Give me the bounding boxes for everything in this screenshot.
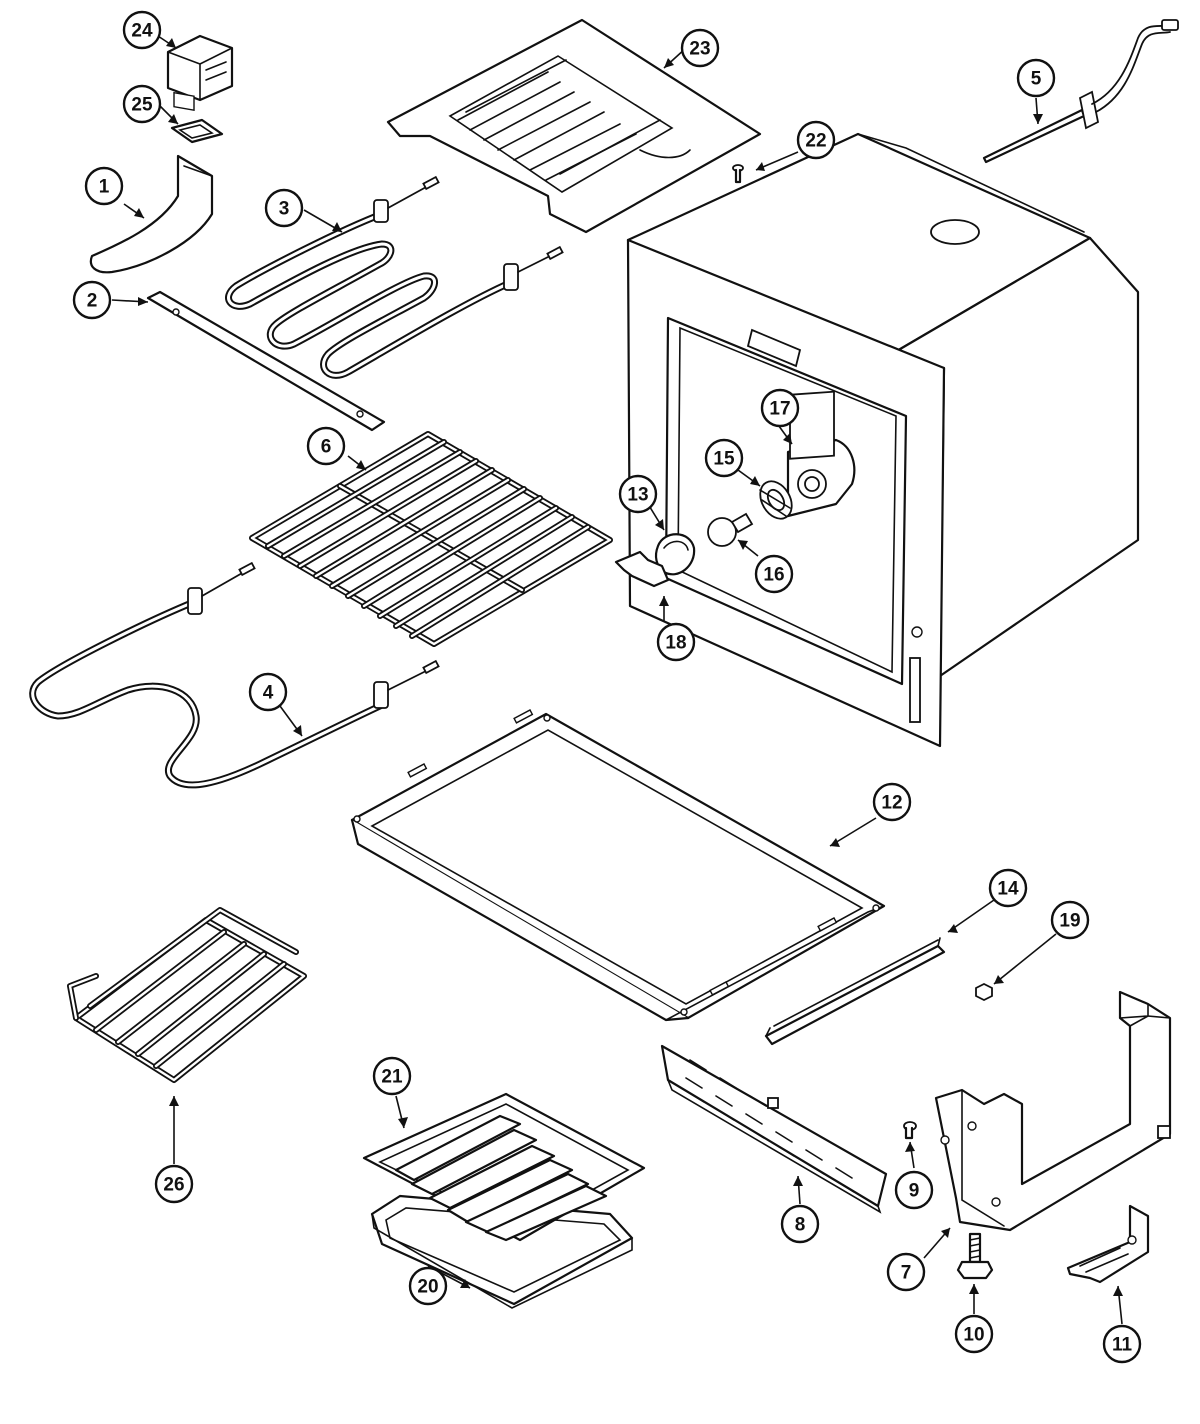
callout-4: 4 xyxy=(248,672,288,712)
callout-18-label: 18 xyxy=(665,633,686,654)
callout-5: 5 xyxy=(1016,58,1056,98)
callout-7-label: 7 xyxy=(901,1263,912,1284)
callout-9-label: 9 xyxy=(909,1181,920,1202)
part-15-lamp-socket xyxy=(759,480,793,520)
callout-8-label: 8 xyxy=(795,1215,806,1236)
part-18-lamp-gasket xyxy=(614,550,670,588)
callout-20-label: 20 xyxy=(417,1277,438,1298)
part-7-support-bracket xyxy=(934,990,1172,1232)
callout-12: 12 xyxy=(872,782,912,822)
callout-21-label: 21 xyxy=(381,1067,403,1088)
callout-17-label: 17 xyxy=(769,399,790,420)
callout-3-label: 3 xyxy=(279,199,290,220)
part-5-oven-sensor xyxy=(982,19,1179,164)
callout-1-label: 1 xyxy=(99,177,110,198)
part-14-trim-strip xyxy=(764,937,946,1046)
callout-16-label: 16 xyxy=(763,565,784,586)
callout-21: 21 xyxy=(372,1056,412,1096)
callout-24-label: 24 xyxy=(131,21,153,42)
callout-22-label: 22 xyxy=(805,131,826,152)
part-26-broiler-rack xyxy=(67,907,307,1083)
part-9-screw xyxy=(903,1121,917,1140)
callout-16: 16 xyxy=(754,554,794,594)
part-1-bracket xyxy=(89,154,214,274)
callout-13: 13 xyxy=(618,474,658,514)
callout-10: 10 xyxy=(954,1314,994,1354)
callout-17: 17 xyxy=(760,388,800,428)
callout-14: 14 xyxy=(988,868,1028,908)
callout-19: 19 xyxy=(1050,900,1090,940)
part-23-top-panel xyxy=(386,18,762,234)
callout-25-label: 25 xyxy=(131,95,153,116)
part-13-lamp-cover xyxy=(654,533,696,576)
callout-6: 6 xyxy=(306,426,346,466)
callout-24: 24 xyxy=(122,10,162,50)
callout-15: 15 xyxy=(704,438,744,478)
callout-26: 26 xyxy=(154,1164,194,1204)
callout-13-label: 13 xyxy=(627,485,648,506)
callout-23: 23 xyxy=(680,28,720,68)
callout-10-label: 10 xyxy=(963,1325,984,1346)
callout-26-label: 26 xyxy=(163,1175,184,1196)
callout-12-label: 12 xyxy=(881,793,902,814)
part-19-nut xyxy=(975,982,993,1002)
part-20-broiler-pan xyxy=(370,1194,634,1309)
callout-4-label: 4 xyxy=(263,683,274,704)
callout-23-label: 23 xyxy=(689,39,710,60)
oven-cavity xyxy=(626,132,1140,748)
callout-11: 11 xyxy=(1102,1324,1142,1364)
callout-22: 22 xyxy=(796,120,836,160)
callout-2-label: 2 xyxy=(87,291,98,312)
callout-7: 7 xyxy=(886,1252,926,1292)
callout-19-label: 19 xyxy=(1059,911,1080,932)
part-24-terminal-block xyxy=(166,34,234,112)
part-12-oven-bottom-panel xyxy=(350,709,886,1022)
callout-1: 1 xyxy=(84,166,124,206)
part-4-bake-element xyxy=(29,561,440,789)
part-6-oven-rack xyxy=(249,431,613,647)
part-16-light-bulb xyxy=(707,512,754,547)
part-22-screw xyxy=(732,164,744,184)
part-21-broiler-insert xyxy=(362,1092,646,1242)
part-11-anti-tip-bracket xyxy=(1066,1204,1150,1284)
part-25-small-plate xyxy=(170,118,224,144)
part-17-lamp-socket-housing xyxy=(786,390,856,518)
callout-14-label: 14 xyxy=(997,879,1019,900)
part-2-strap xyxy=(146,290,386,432)
part-8-vent-panel xyxy=(660,1044,888,1214)
callout-25: 25 xyxy=(122,84,162,124)
callout-11-label: 11 xyxy=(1112,1335,1133,1356)
part-10-leveling-leg xyxy=(956,1232,994,1280)
callout-3: 3 xyxy=(264,188,304,228)
leader-arrowheads xyxy=(134,38,1123,1296)
part-3-broil-element xyxy=(225,175,564,379)
callout-20: 20 xyxy=(408,1266,448,1306)
callout-6-label: 6 xyxy=(321,437,332,458)
callout-18: 18 xyxy=(656,622,696,662)
callout-9: 9 xyxy=(894,1170,934,1210)
callout-5-label: 5 xyxy=(1031,69,1042,90)
callout-8: 8 xyxy=(780,1204,820,1244)
callout-15-label: 15 xyxy=(713,449,735,470)
callout-2: 2 xyxy=(72,280,112,320)
